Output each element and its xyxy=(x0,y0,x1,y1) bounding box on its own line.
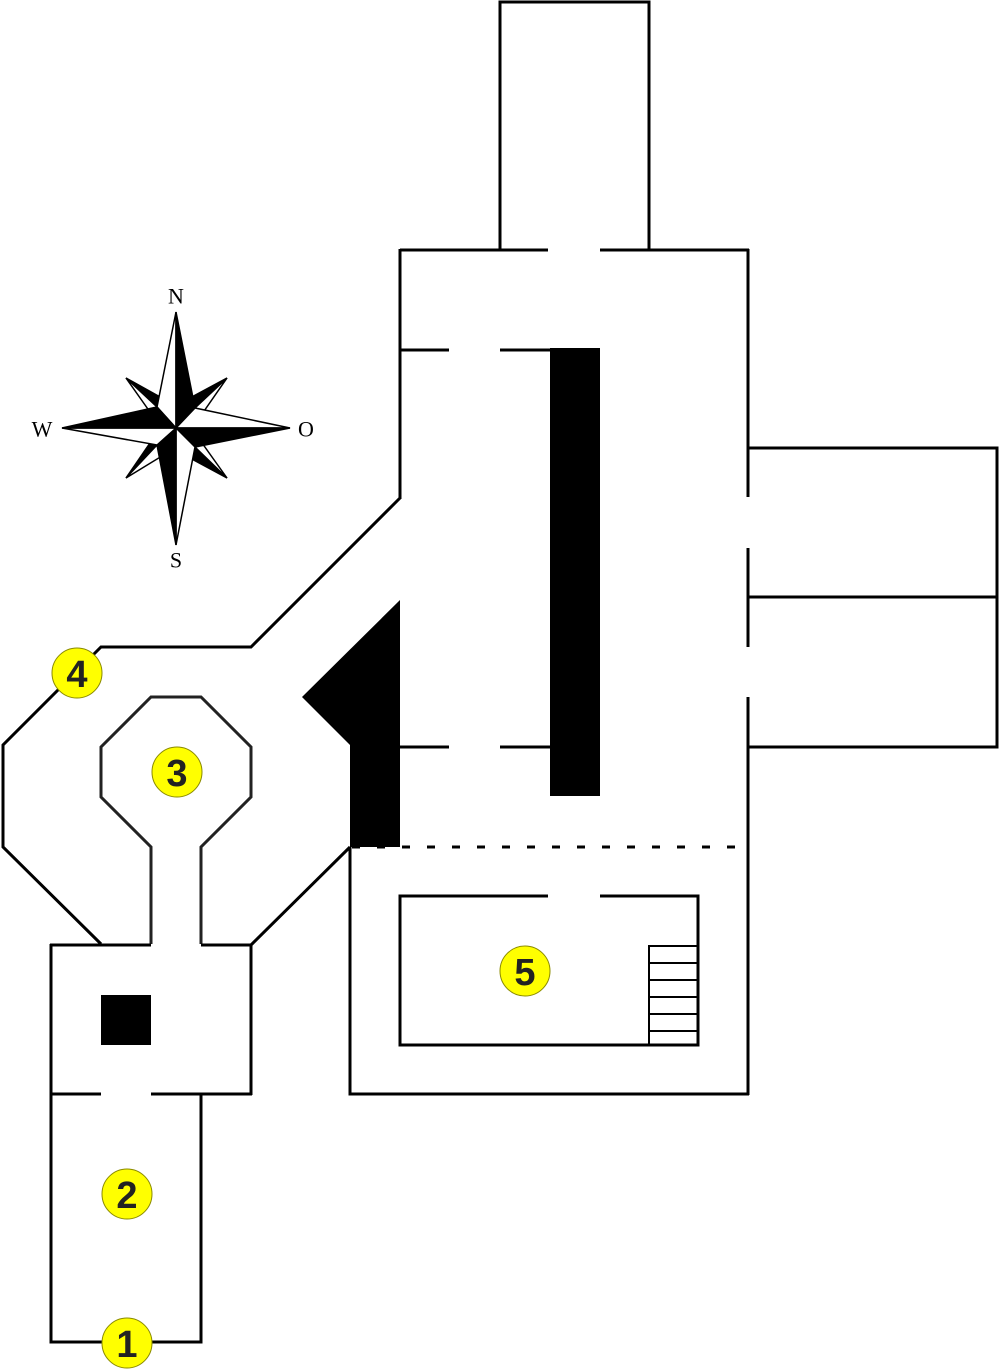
marker-3: 3 xyxy=(151,746,203,798)
west-corridor-inner-wall xyxy=(249,845,352,947)
marker-4-label: 4 xyxy=(66,654,87,696)
marker-2: 2 xyxy=(101,1168,153,1220)
north-tower-walls xyxy=(498,0,651,250)
marker-1: 1 xyxy=(101,1317,153,1369)
compass-east-label: O xyxy=(298,417,314,442)
compass-west-label: W xyxy=(32,417,53,442)
angled-wall-block xyxy=(302,600,400,847)
room-5-walls xyxy=(398,894,700,1047)
southeast-block-walls xyxy=(348,847,749,1096)
room-3-walls xyxy=(99,695,253,944)
marker-4: 4 xyxy=(51,647,103,699)
marker-1-label: 1 xyxy=(116,1324,137,1366)
compass-north-label: N xyxy=(168,284,184,309)
walls xyxy=(1,0,999,1344)
marker-5: 5 xyxy=(499,945,551,997)
staircase xyxy=(648,945,698,1045)
central-pillar xyxy=(550,348,600,796)
square-pillar xyxy=(101,995,151,1045)
compass-rose: N S W O xyxy=(32,284,314,573)
marker-5-label: 5 xyxy=(514,952,535,994)
marker-2-label: 2 xyxy=(116,1175,137,1217)
compass-icon xyxy=(61,311,291,546)
compass-south-label: S xyxy=(170,548,182,573)
marker-3-label: 3 xyxy=(166,753,187,795)
west-corridor-outer-wall xyxy=(1,496,402,946)
